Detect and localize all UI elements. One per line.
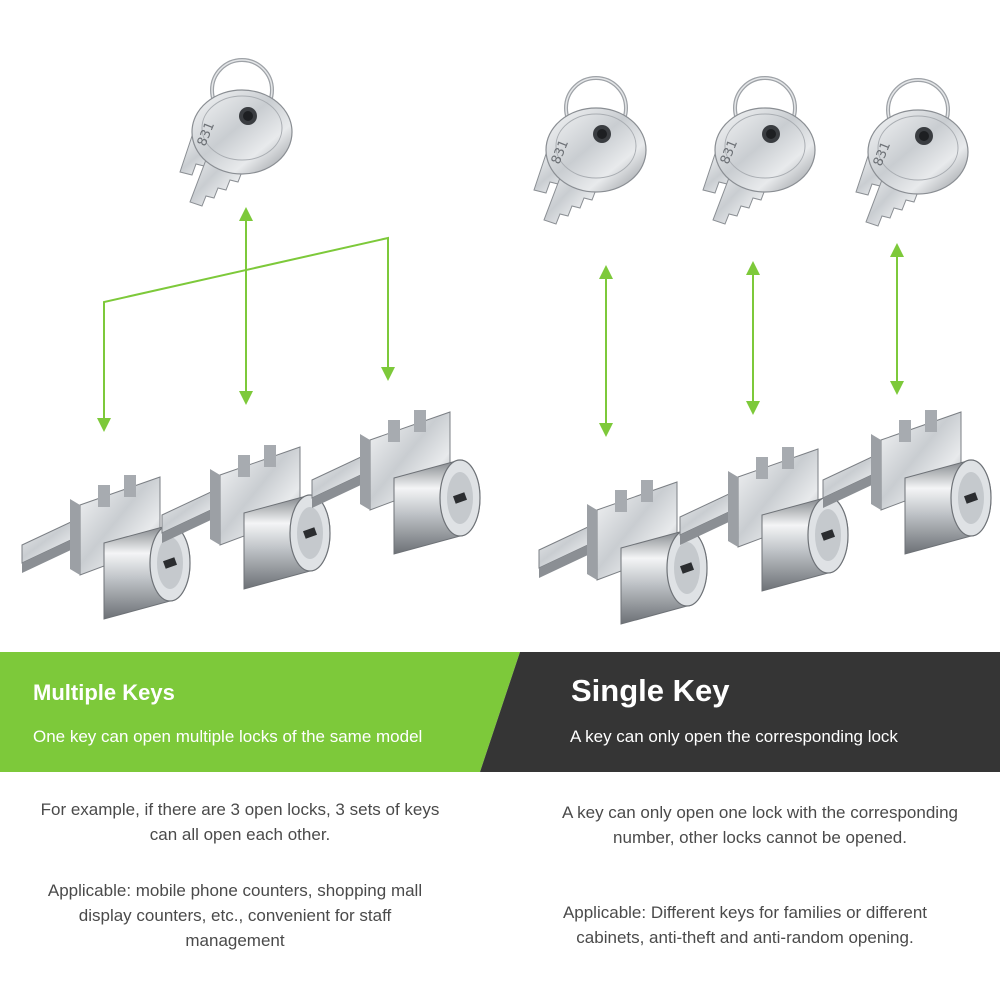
multiple-keys-subtitle: One key can open multiple locks of the s… [33, 727, 423, 746]
comparison-banner [0, 652, 1000, 772]
key-icon [701, 76, 817, 226]
key-icon [178, 58, 294, 208]
multiple-key-connector [97, 207, 395, 432]
single-key-subtitle: A key can only open the corresponding lo… [570, 727, 898, 746]
multiple-keys-panel [0, 652, 520, 772]
key-icon [854, 78, 970, 228]
multiple-keys-applicable: Applicable: mobile phone counters, shopp… [47, 881, 423, 950]
product-illustration: 831 831 831 831 [21, 58, 992, 625]
branch-arrow-icon [97, 236, 395, 432]
single-key-connectors [599, 243, 904, 437]
lock-icon [538, 479, 708, 625]
lock-icon [21, 474, 191, 620]
single-key-applicable: Applicable: Different keys for families … [562, 903, 928, 947]
single-key-example: A key can only open one lock with the co… [562, 803, 958, 847]
multiple-keys-example: For example, if there are 3 open locks, … [40, 800, 440, 844]
multiple-keys-title: Multiple Keys [33, 680, 175, 705]
single-key-panel [480, 652, 1000, 772]
lock-icon [311, 409, 481, 555]
key-icon [532, 76, 648, 226]
single-key-title: Single Key [571, 673, 730, 708]
